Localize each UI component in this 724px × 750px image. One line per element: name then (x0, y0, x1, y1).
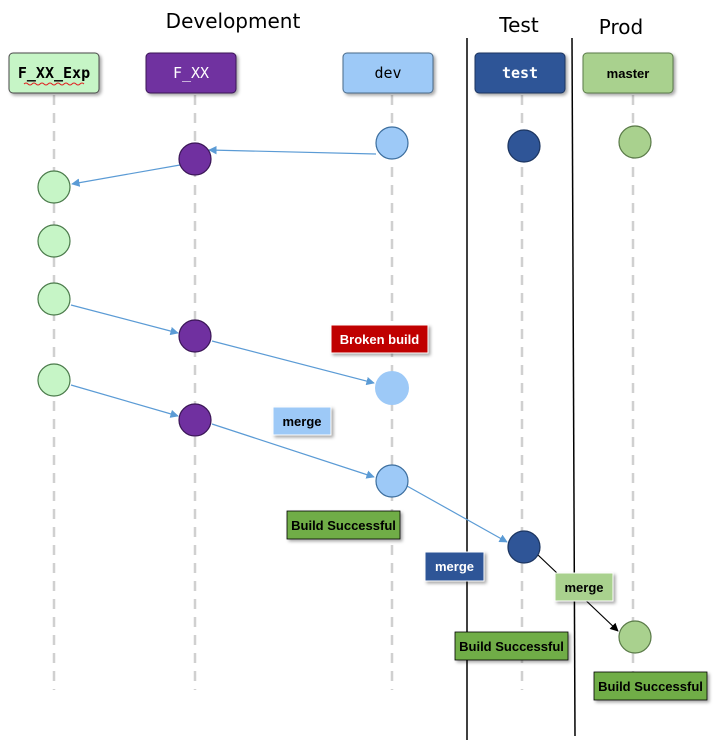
section-title-development: Development (166, 9, 301, 33)
arrow-exp-to-f-xx-1 (70, 304, 179, 336)
arrow-f-xx-to-dev-merge (211, 423, 375, 479)
label-merge-master: merge (554, 572, 614, 602)
label-build-successful-dev: Build Successful (286, 510, 401, 540)
branch-header-dev: dev (342, 52, 434, 94)
svg-text:Build Successful: Build Successful (459, 639, 564, 654)
branch-label-dev: dev (374, 64, 401, 82)
svg-text:Broken build: Broken build (340, 332, 420, 347)
svg-text:merge: merge (564, 580, 603, 595)
branch-label-test: test (502, 64, 538, 82)
label-build-successful-test: Build Successful (454, 631, 569, 661)
branch-header-f-xx-exp: F_XX_Exp (8, 52, 100, 94)
commit-test-merge (507, 530, 541, 564)
divider-test-prod (571, 37, 576, 737)
label-merge-dev: merge (272, 406, 332, 436)
commit-f-xx-exp-4 (37, 363, 71, 397)
branch-label-master: master (607, 66, 650, 81)
section-title-test: Test (498, 13, 539, 37)
arrow-f-xx-to-f-xx-exp (71, 164, 181, 187)
commit-f-xx-2 (178, 319, 212, 353)
svg-text:Build Successful: Build Successful (291, 518, 396, 533)
section-title-prod: Prod (599, 15, 643, 39)
label-merge-test: merge (424, 551, 485, 582)
commit-dev-broken (375, 371, 409, 405)
label-broken-build: Broken build (330, 324, 429, 354)
commit-f-xx-exp-3 (37, 282, 71, 316)
arrow-f-xx-to-dev-broken (211, 340, 375, 386)
label-build-successful-prod: Build Successful (593, 671, 708, 701)
branch-header-f-xx: F_XX (145, 52, 237, 94)
commit-test-1 (507, 129, 541, 163)
arrow-dev-to-f-xx (208, 145, 377, 155)
commit-dev-1 (375, 126, 409, 160)
commit-f-xx-exp-2 (37, 224, 71, 258)
commit-f-xx-1 (178, 142, 212, 176)
branch-label-f-xx: F_XX (173, 64, 209, 82)
commit-master-1 (618, 125, 652, 159)
commit-master-merge (618, 620, 652, 654)
svg-text:merge: merge (435, 559, 474, 574)
branch-header-test: test (474, 52, 566, 94)
svg-text:merge: merge (282, 414, 321, 429)
arrow-dev-to-test (406, 485, 508, 543)
branch-header-master: master (582, 52, 674, 94)
spellcheck-underline (23, 82, 85, 86)
arrow-exp-to-f-xx-2 (70, 384, 179, 418)
commit-f-xx-3 (178, 403, 212, 437)
branch-label-f-xx-exp: F_XX_Exp (18, 64, 90, 82)
svg-text:Build Successful: Build Successful (598, 679, 703, 694)
commit-f-xx-exp-1 (37, 170, 71, 204)
commit-dev-merge (375, 464, 409, 498)
